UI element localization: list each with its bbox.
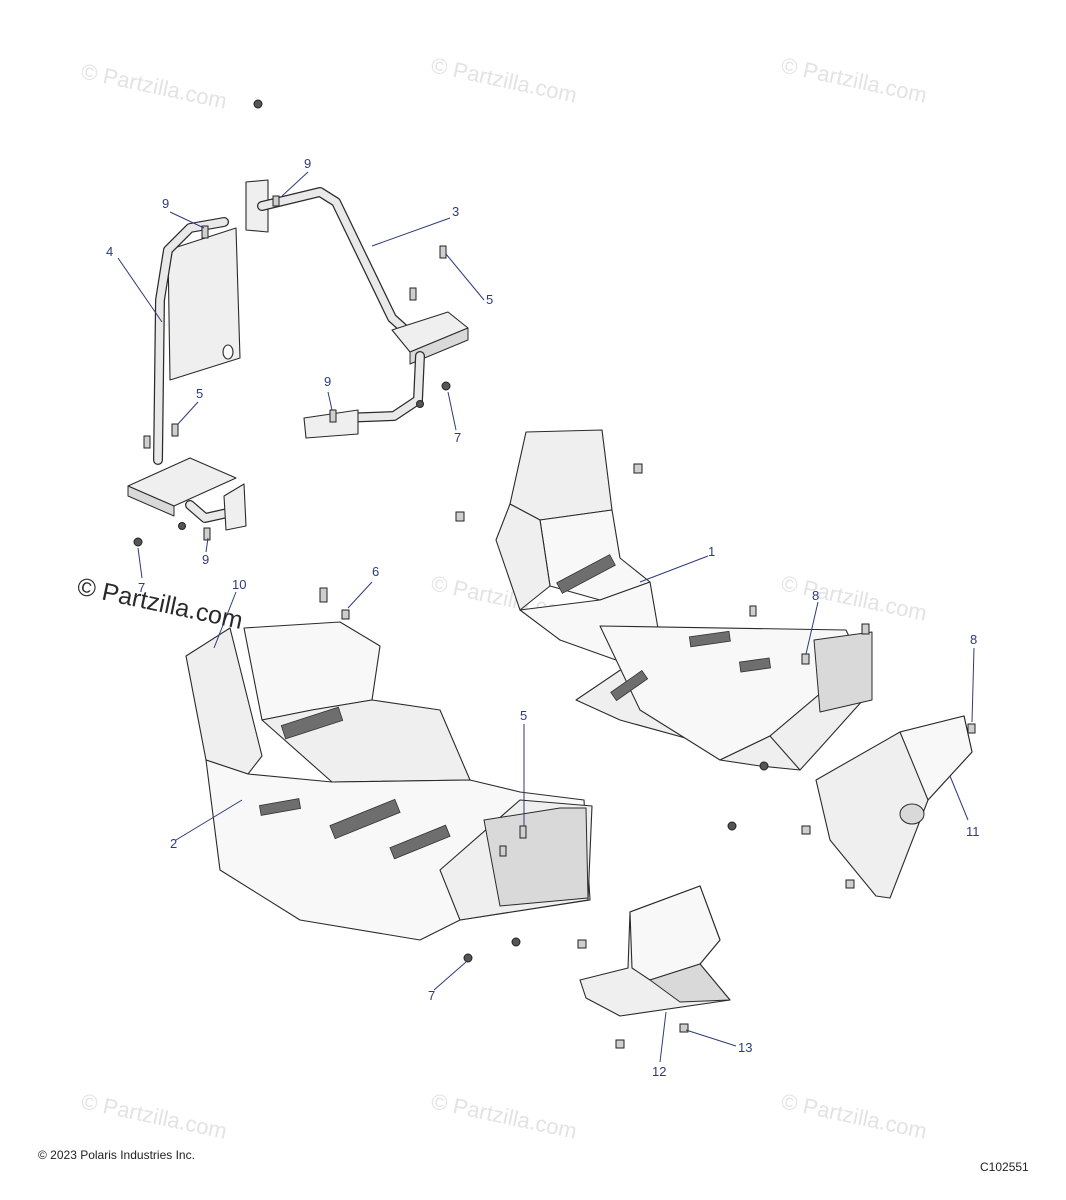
- screw: [801, 653, 810, 665]
- watermark-bold: © Partzilla.com: [75, 572, 246, 634]
- callout-5: 5: [196, 386, 203, 401]
- screw: [455, 511, 465, 522]
- screw: [341, 609, 350, 620]
- nut: [178, 522, 186, 530]
- callout-9: 9: [162, 196, 169, 211]
- screw: [409, 287, 417, 301]
- callout-9: 9: [202, 552, 209, 567]
- screw: [171, 423, 179, 437]
- part-12-lower-panel: [579, 885, 731, 1017]
- callout-7: 7: [428, 988, 435, 1003]
- part-2-floor-left: [185, 621, 593, 941]
- screw: [499, 845, 507, 857]
- watermark: © Partzilla.com: [79, 58, 229, 113]
- screw: [272, 195, 280, 207]
- fasteners: [133, 99, 976, 1049]
- screw: [319, 587, 328, 603]
- callout-7: 7: [138, 580, 145, 595]
- screw: [329, 409, 337, 423]
- watermark: © Partzilla.com: [429, 52, 579, 107]
- callout-10: 10: [232, 577, 246, 592]
- callout-5: 5: [486, 292, 493, 307]
- watermark: © Partzilla.com: [779, 52, 929, 107]
- screw: [633, 463, 643, 474]
- callout-8: 8: [812, 588, 819, 603]
- screw: [845, 879, 855, 889]
- callout-labels: 1 2 3 4 5 5 5 6 7 7 7 8 8 9 9 9 9 10 11 …: [106, 156, 980, 1079]
- callout-13: 13: [738, 1040, 752, 1055]
- callout-9: 9: [324, 374, 331, 389]
- screw: [439, 245, 447, 259]
- screw: [967, 723, 976, 734]
- screw: [679, 1023, 689, 1033]
- part-4-grab-handle-left: [127, 217, 247, 531]
- callout-4: 4: [106, 244, 113, 259]
- callout-7: 7: [454, 430, 461, 445]
- watermarks: © Partzilla.com © Partzilla.com © Partzi…: [79, 52, 929, 1143]
- nut: [511, 937, 521, 947]
- copyright-notice: © 2023 Polaris Industries Inc.: [38, 1148, 195, 1162]
- screw: [143, 435, 151, 449]
- nut: [727, 821, 737, 831]
- watermark: © Partzilla.com: [79, 1088, 229, 1143]
- callout-1: 1: [708, 544, 715, 559]
- screw: [201, 225, 209, 239]
- part-1-floor-right: [495, 429, 873, 771]
- screw: [203, 527, 211, 541]
- screw: [861, 623, 870, 635]
- nut: [441, 381, 451, 391]
- callout-8: 8: [970, 632, 977, 647]
- nut: [759, 761, 769, 771]
- watermark: © Partzilla.com: [779, 570, 929, 625]
- screw: [749, 605, 757, 617]
- screw: [577, 939, 587, 949]
- screw: [801, 825, 811, 835]
- callout-6: 6: [372, 564, 379, 579]
- callout-2: 2: [170, 836, 177, 851]
- nut: [253, 99, 263, 109]
- callout-12: 12: [652, 1064, 666, 1079]
- watermark: © Partzilla.com: [429, 1088, 579, 1143]
- nut: [416, 400, 424, 408]
- callout-5: 5: [520, 708, 527, 723]
- screw: [615, 1039, 625, 1049]
- diagram-code: C102551: [980, 1160, 1029, 1174]
- callout-11: 11: [966, 824, 980, 839]
- screw: [519, 825, 527, 839]
- leader-lines: [117, 171, 975, 1063]
- callout-9: 9: [304, 156, 311, 171]
- nut: [463, 953, 473, 963]
- part-3-grab-handle-right: [245, 179, 469, 439]
- callout-3: 3: [452, 204, 459, 219]
- nut: [133, 537, 143, 547]
- part-11-side-panel-right: [815, 715, 973, 899]
- watermark: © Partzilla.com: [779, 1088, 929, 1143]
